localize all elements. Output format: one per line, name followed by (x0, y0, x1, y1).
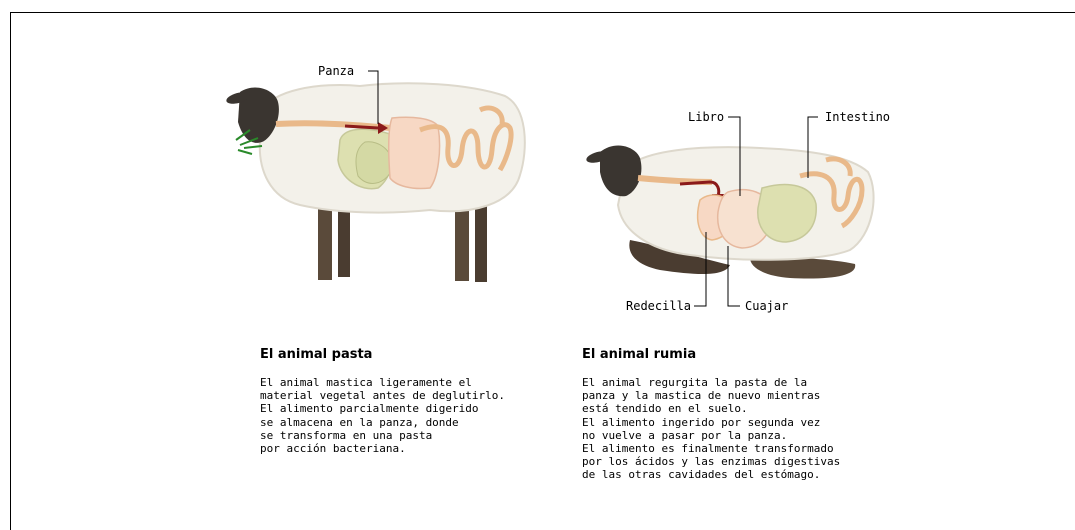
left-sheep-leg-front-1 (318, 200, 332, 280)
left-panel-description: El animal mastica ligeramente el materia… (260, 376, 505, 455)
label-panza: Panza (318, 64, 354, 78)
right-panza-chamber (758, 185, 816, 242)
left-sheep-leg-back-2 (475, 202, 487, 282)
right-panel-title: El animal rumia (582, 347, 696, 363)
label-cuajar: Cuajar (745, 299, 788, 313)
standing-sheep (225, 71, 525, 282)
left-sheep-leg-back-1 (455, 205, 469, 281)
lying-sheep (585, 117, 873, 306)
label-intestino: Intestino (825, 110, 890, 124)
left-food-arrow (345, 126, 378, 128)
left-panel-title: El animal pasta (260, 347, 372, 363)
right-panel-description: El animal regurgita la pasta de la panza… (582, 376, 840, 482)
label-libro: Libro (688, 110, 724, 124)
left-sheep-leg-front-2 (338, 205, 350, 277)
label-redecilla: Redecilla (626, 299, 691, 313)
